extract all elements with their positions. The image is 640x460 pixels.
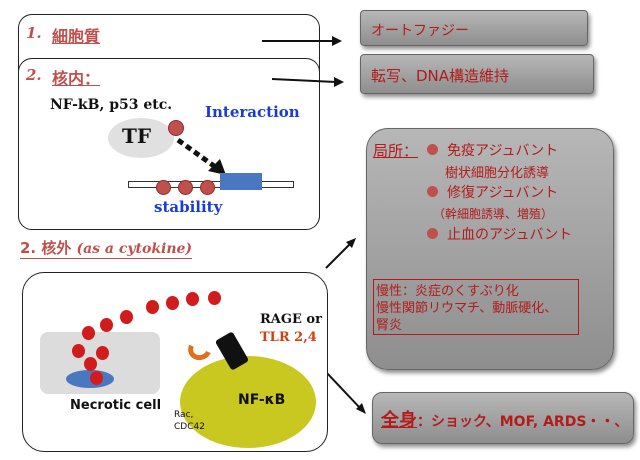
nfkb-label: NF-κB	[238, 392, 286, 408]
rac-label: Rac,	[174, 410, 194, 420]
hmgb1-dot-6	[90, 371, 103, 385]
responding-cell	[180, 356, 316, 448]
rage-label: RAGE or	[260, 312, 322, 327]
transcription-text: 転写、DNA構造維持	[371, 67, 510, 85]
hmgb1-dot-1	[82, 326, 95, 340]
tf-label: TF	[122, 124, 152, 148]
dna-binding-site	[220, 173, 262, 190]
systemic-box: 全身：ショック、MOF, ARDS・・、	[372, 392, 634, 444]
item2-label: 核内：	[52, 69, 101, 88]
stability-label: stability	[154, 198, 223, 216]
interaction-dashed-arrow	[176, 137, 216, 169]
dna-dot-3	[200, 180, 215, 195]
arrow-to-local	[325, 243, 351, 269]
item1-label: 細胞質	[52, 27, 101, 46]
necrotic-cell-label: Necrotic cell	[70, 398, 162, 413]
local-item-1-sub: 樹状細胞分化誘導	[445, 166, 550, 181]
item1-number: 1.	[26, 24, 42, 42]
autophagy-box: オートファジー	[360, 10, 588, 46]
local-bullet-1	[427, 144, 438, 155]
dna-dot-1	[156, 180, 171, 195]
local-item-2-sub: （幹細胞誘導、増殖）	[433, 207, 554, 221]
chronic-box	[373, 279, 579, 335]
local-item-3: 止血のアジュバント	[447, 227, 573, 243]
hmgb1-dot-11	[208, 291, 221, 305]
interaction-label: Interaction	[205, 103, 300, 121]
interaction-arrow-head	[208, 159, 226, 175]
local-bullet-3	[427, 228, 438, 239]
extracellular-heading: 2. 核外 (as a cytokine)	[20, 237, 193, 259]
cdc42-label: CDC42	[174, 422, 205, 432]
local-item-2: 修復アジュバント	[447, 185, 559, 201]
hmgb1-dot-4	[96, 346, 109, 360]
chronic-line-2: 慢性関節リウマチ、動脈硬化、	[376, 301, 558, 316]
chronic-line-1: 慢性：炎症のくすぶり化	[376, 284, 519, 299]
hmgb1-dot-3	[72, 344, 85, 358]
tlr-label: TLR 2,4	[260, 330, 317, 345]
hmgb1-dot-9	[166, 296, 179, 310]
tf-ellipse	[108, 118, 174, 158]
arrow-to-systemic	[325, 371, 361, 409]
autophagy-text: オートファジー	[371, 23, 469, 39]
item2-number: 2.	[26, 66, 42, 84]
systemic-text: ：ショック、MOF, ARDS・・、	[417, 414, 629, 430]
tf-dot	[168, 120, 184, 136]
hmgb1-dot-5	[84, 357, 97, 371]
hmgb1-dot-7	[120, 310, 133, 324]
transcription-box: 転写、DNA構造維持	[360, 54, 594, 94]
chronic-line-3: 腎炎	[376, 318, 403, 333]
arrow-to-transcription	[271, 78, 337, 83]
extracellular-heading-paren: (as a cytokine)	[76, 241, 193, 257]
systemic-line: 全身：ショック、MOF, ARDS・・、	[381, 406, 628, 432]
hmgb1-dot-8	[146, 300, 159, 314]
nf-kb-label: NF-kB, p53 etc.	[50, 97, 173, 113]
local-item-1: 免疫アジュバント	[447, 143, 559, 159]
dna-dot-2	[178, 180, 193, 195]
local-title: 局所：	[373, 142, 419, 160]
hmgb1-dot-10	[186, 292, 199, 306]
local-bullet-2	[427, 186, 438, 197]
hmgb1-dot-2	[100, 318, 113, 332]
local-box: 局所： 免疫アジュバント 樹状細胞分化誘導 修復アジュバント （幹細胞誘導、増殖…	[366, 128, 614, 370]
extracellular-heading-text: 2. 核外	[20, 239, 72, 257]
systemic-title: 全身	[381, 410, 417, 431]
